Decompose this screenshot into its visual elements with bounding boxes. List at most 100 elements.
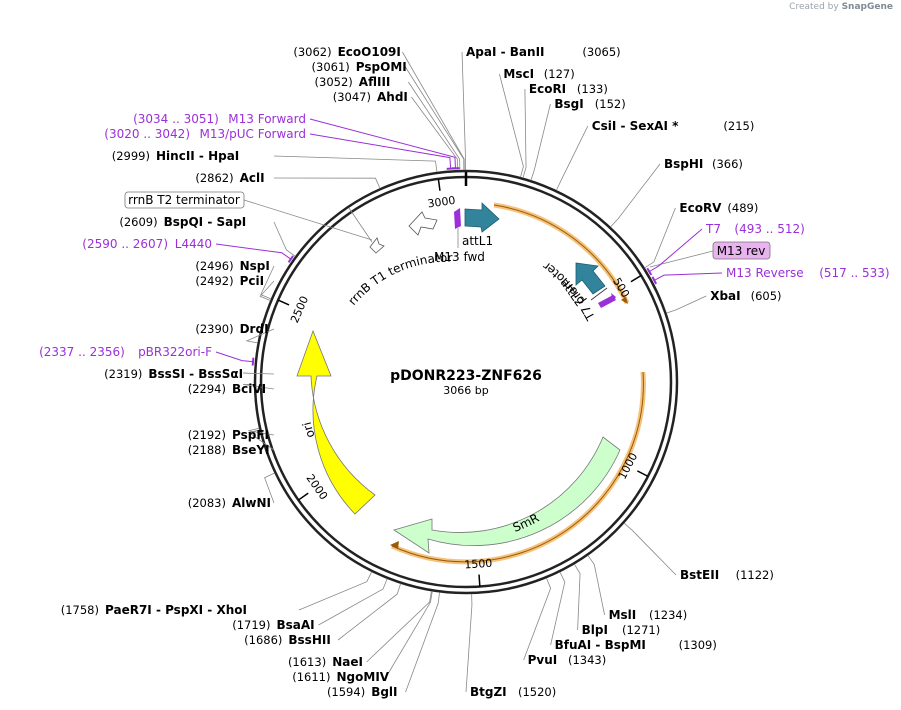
site-30[interactable]: MslI(1234) [609,608,688,622]
site-26[interactable]: BspHI(366) [664,157,743,171]
site-pos: (3047) [333,90,371,104]
site-34[interactable]: BtgZI(1520) [470,685,556,699]
site-pos: (2390) [195,322,233,336]
site-12[interactable]: PspFI(2192) [188,428,269,442]
site-name: BstEII [680,568,719,582]
primer-range: (3034 .. 3051) [133,112,219,126]
site-16[interactable]: BsaAI(1719) [232,618,314,632]
site-27[interactable]: EcoRV(489) [679,201,758,215]
tick-label-1000: 1000 [616,451,640,482]
site-17[interactable]: BssHII(1686) [244,633,331,647]
site-33[interactable]: PvuI(1343) [528,653,607,667]
tick-500 [630,274,642,283]
site-32[interactable]: BfuAI - BspMI(1309) [555,638,717,652]
site-pos: (1271) [622,623,660,637]
site-5[interactable]: AclI(2862) [195,171,264,185]
site-name: BssHII [288,633,330,647]
primer-3[interactable]: pBR322ori-F(2337 .. 2356) [39,345,212,359]
site-20[interactable]: BglI(1594) [327,685,398,699]
plasmid-name: pDONR223-ZNF626 [390,368,542,384]
t7-promoter-feature[interactable] [598,295,616,308]
site-name: BspQI - SapI [164,215,247,229]
site-15[interactable]: PaeR7I - PspXI - XhoI(1758) [61,603,247,617]
site-23[interactable]: EcoRI(133) [529,82,608,96]
site-11[interactable]: BciVI(2294) [188,382,266,396]
site-pos: (2496) [195,259,233,273]
primer-name: L4440 [175,237,212,251]
site-29[interactable]: BstEII(1122) [680,568,774,582]
site-7[interactable]: NspI(2496) [195,259,270,273]
site-name: DrdI [240,322,269,336]
site-name: BsgI [554,97,583,111]
primer-name: M13/pUC Forward [199,127,306,141]
rrnb-t1-terminator-feature[interactable] [408,211,438,236]
primer-1[interactable]: M13/pUC Forward (3020 .. 3042) [104,127,306,141]
site-name: ApaI - BanII [466,45,545,59]
primer-name: M13 Forward [228,112,306,126]
primer-range: (3020 .. 3042) [104,127,190,141]
site-pos: (2319) [104,367,142,381]
primer-5[interactable]: M13 Reverse(517 .. 533) [726,266,890,280]
site-pos: (3065) [582,45,620,59]
smr-feature[interactable] [393,436,621,554]
site-4[interactable]: HincII - HpaI(2999) [112,149,240,163]
site-0[interactable]: EcoO109I (3062) [293,45,401,59]
site-name: PvuI [528,653,558,667]
site-14[interactable]: AlwNI(2083) [188,496,271,510]
site-9[interactable]: DrdI (2390) [195,322,268,336]
site-name: PciI [240,274,265,288]
site-name: BfuAI - BspMI [555,638,646,652]
site-13[interactable]: BseYI (2188) [188,443,270,457]
site-22[interactable]: MscI (127) [503,67,574,81]
site-pos: (152) [595,97,626,111]
site-pos: (3062) [293,45,331,59]
site-name: PaeR7I - PspXI - XhoI [105,603,247,617]
tick-label-1500: 1500 [464,557,493,572]
site-pos: (127) [544,67,575,81]
site-name: PspFI [232,428,269,442]
attl1-feature[interactable] [464,202,500,233]
site-2[interactable]: AflIII (3052) [315,75,391,89]
m13-fwd-label: M13 fwd [434,250,485,264]
site-24[interactable]: BsgI (152) [554,97,625,111]
svg-text:M13 rev: M13 rev [717,244,766,258]
site-name: EcoO109I [338,45,401,59]
site-pos: (1520) [518,685,556,699]
site-28[interactable]: XbaI(605) [710,289,781,303]
attl1-label: attL1 [462,234,493,248]
plasmid-size: 3066 bp [443,384,488,397]
site-6[interactable]: BspQI - SapI(2609) [119,215,246,229]
primer-4[interactable]: T7(493 .. 512) [705,222,805,236]
primer-0[interactable]: M13 Forward (3034 .. 3051) [133,112,306,126]
m13-fwd-feature[interactable] [454,208,461,229]
primer-2[interactable]: L4440 (2590 .. 2607) [82,237,212,251]
site-18[interactable]: NaeI(1613) [288,655,363,669]
site-name: BseYI [232,443,270,457]
site-1[interactable]: PspOMI(3061) [312,60,407,74]
m13-rev-box[interactable]: M13 rev [712,241,771,260]
site-19[interactable]: NgoMIV(1611) [292,670,390,684]
primer-range: (493 .. 512) [734,222,804,236]
svg-text:rrnB T2 terminator: rrnB T2 terminator [128,193,240,207]
primer-range: (2590 .. 2607) [82,237,168,251]
site-pos: (2188) [188,443,226,457]
rrnb-t2-terminator-feature[interactable] [369,237,385,254]
rrnb-t2-terminator-box[interactable]: rrnB T2 terminator [124,191,245,209]
site-pos: (2083) [188,496,226,510]
attl2-feature[interactable] [575,262,606,295]
site-pos: (366) [712,157,743,171]
ori-feature[interactable] [296,329,376,515]
site-name: AclI [240,171,265,185]
site-25[interactable]: CsiI - SexAI *(215) [592,119,755,133]
site-31[interactable]: BlpI(1271) [582,623,661,637]
site-name: AflIII [359,75,391,89]
site-10[interactable]: BssSI - BssSαI(2319) [104,367,243,381]
site-name: MscI [503,67,534,81]
site-pos: (489) [727,201,758,215]
site-8[interactable]: PciI(2492) [195,274,264,288]
site-3[interactable]: AhdI(3047) [333,90,408,104]
site-pos: (3052) [315,75,353,89]
site-21[interactable]: ApaI - BanII (3065) [466,45,621,59]
tick-2500 [277,299,290,306]
